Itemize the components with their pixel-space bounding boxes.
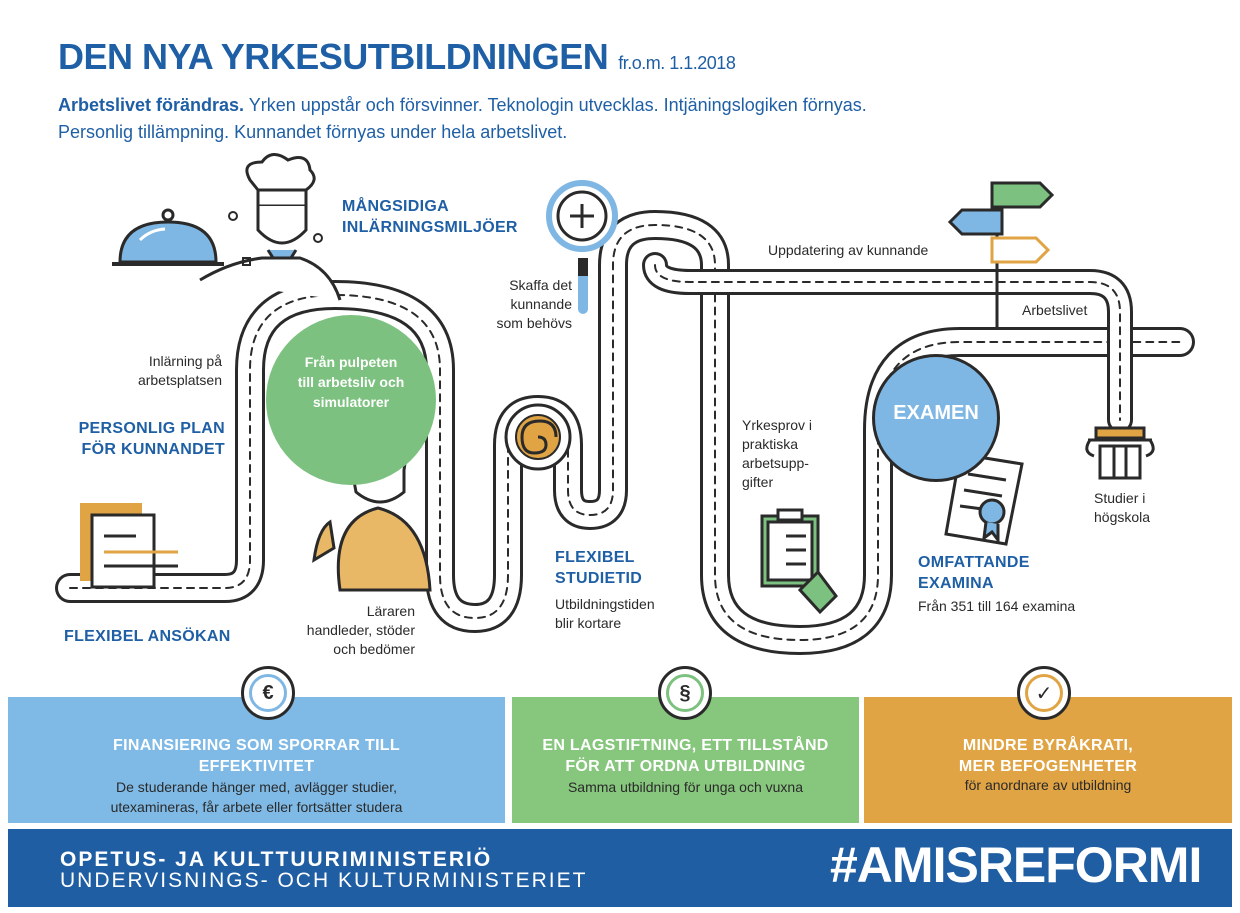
intro-line2: Personlig tillämpning. Kunnandet förnyas… (58, 122, 568, 142)
box3-title: MINDRE BYRÅKRATI, MER BEFOGENHETER (864, 735, 1232, 777)
mangsidiga-line2: INLÄRNINGSMILJÖER (342, 219, 518, 236)
yrk-line4: gifter (742, 474, 774, 490)
page-title: DEN NYA YRKESUTBILDNINGEN fr.o.m. 1.1.201… (58, 36, 736, 78)
green-circle-text: Från pulpeten till arbetsliv och simulat… (270, 352, 432, 412)
box2-title-line1: EN LAGSTIFTNING, ETT TILLSTÅND (542, 737, 829, 754)
omfattande-heading: OMFATTANDE EXAMINA (918, 552, 1030, 594)
title-date: fr.o.m. 1.1.2018 (618, 53, 736, 73)
flexstud-line1: FLEXIBEL (555, 549, 635, 566)
magnifier-icon (546, 180, 618, 314)
box1-title-line2: EFFEKTIVITET (198, 758, 315, 775)
green-circle (266, 315, 436, 485)
intro-text: Arbetslivet förändras. Yrken uppstår och… (58, 92, 1058, 146)
yrk-line1: Yrkesprov i (742, 417, 813, 433)
clipboard-icon (760, 508, 838, 615)
cloche-icon (112, 208, 224, 266)
box1-sub: De studerande hänger med, avlägger studi… (8, 777, 505, 817)
utbildningstid-label: Utbildningstiden blir kortare (555, 595, 655, 633)
omf-line1: OMFATTANDE (918, 554, 1030, 571)
examen-label: EXAMEN (893, 402, 979, 424)
personlig-plan-heading: PERSONLIG PLAN FÖR KUNNANDET (60, 418, 225, 460)
lararen-line1: Läraren (366, 603, 415, 619)
checkmark-icon: ✓ (1025, 674, 1063, 712)
hog-line1: Studier i (1094, 490, 1146, 506)
yrk-line2: praktiska (742, 436, 799, 452)
checkmark-badge: ✓ (1017, 666, 1071, 720)
lararen-line2: handleder, stöder (306, 622, 415, 638)
spiral-icon (504, 403, 572, 471)
ministry-sv: UNDERVISNINGS- OCH KULTURMINISTERIET (60, 869, 588, 892)
box1-sub-line1: De studerande hänger med, avlägger studi… (116, 779, 397, 795)
chef-icon (199, 153, 342, 301)
paragraph-badge: § (658, 666, 712, 720)
lararen-label: Läraren handleder, stöder och bedömer (270, 602, 415, 659)
title-text: DEN NYA YRKESUTBILDNINGEN (58, 36, 609, 77)
intro-bold: Arbetslivet förändras. (58, 95, 245, 115)
mangsidiga-line1: MÅNGSIDIGA (342, 198, 449, 215)
box3-title-line2: MER BEFOGENHETER (958, 758, 1138, 775)
box1-title: FINANSIERING SOM SPORRAR TILL EFFEKTIVIT… (8, 735, 505, 777)
arbetslivet-label: Arbetslivet (1022, 302, 1088, 318)
ministry-fi: OPETUS- JA KULTTUURIMINISTERIÖ (60, 848, 493, 871)
signpost-icon (947, 181, 1055, 330)
omf-line2: EXAMINA (918, 575, 994, 592)
inlarning-line1: Inlärning på (148, 353, 222, 369)
yrkesprov-label: Yrkesprov i praktiska arbetsupp- gifter (742, 416, 812, 492)
skaffa-label: Skaffa det kunnande som behövs (470, 276, 572, 333)
box3-sub: för anordnare av utbildning (964, 777, 1132, 793)
examina-count: Från 351 till 164 examina (918, 598, 1076, 614)
green-line2: till arbetsliv och (297, 374, 405, 390)
utb-line1: Utbildningstiden (555, 596, 655, 612)
flexibel-ansokan-heading: FLEXIBEL ANSÖKAN (64, 628, 231, 645)
road-illustration (55, 153, 1195, 655)
column-icon (1085, 426, 1155, 480)
inlarning-line2: arbetsplatsen (137, 372, 222, 388)
hogskola-label: Studier i högskola (1094, 489, 1150, 527)
box3-title-line1: MINDRE BYRÅKRATI, (962, 737, 1134, 754)
paragraph-icon: § (666, 674, 704, 712)
yrk-line3: arbetsupp- (742, 455, 809, 471)
euro-icon: € (249, 674, 287, 712)
examen-circle (872, 354, 1000, 482)
skaffa-line3: som behövs (496, 315, 572, 331)
lagstiftning-box: EN LAGSTIFTNING, ETT TILLSTÅND FÖR ATT O… (512, 697, 859, 823)
footer-bar (8, 829, 1232, 907)
box2-title-line2: FÖR ATT ORDNA UTBILDNING (565, 758, 806, 775)
green-line3: simulatorer (312, 394, 390, 410)
green-line1: Från pulpeten (304, 354, 398, 370)
inlarning-label: Inlärning på arbetsplatsen (100, 352, 222, 390)
flexstud-line2: STUDIETID (555, 570, 643, 587)
hashtag: #AMISREFORMI (830, 837, 1202, 893)
document-icon (80, 503, 178, 589)
hog-line2: högskola (1094, 509, 1151, 525)
box1-sub-line2: utexamineras, får arbete eller fortsätte… (110, 799, 403, 815)
flexibel-studietid-heading: FLEXIBEL STUDIETID (555, 547, 642, 589)
skaffa-line2: kunnande (510, 296, 572, 312)
uppdatering-label: Uppdatering av kunnande (768, 242, 929, 258)
utb-line2: blir kortare (555, 615, 622, 631)
box2-sub: Samma utbildning för unga och vuxna (567, 779, 804, 795)
box2-title: EN LAGSTIFTNING, ETT TILLSTÅND FÖR ATT O… (512, 735, 859, 777)
euro-badge: € (241, 666, 295, 720)
box1-title-line1: FINANSIERING SOM SPORRAR TILL (113, 737, 400, 754)
lararen-line3: och bedömer (333, 641, 415, 657)
personlig-line1: PERSONLIG PLAN (78, 420, 225, 437)
personlig-line2: FÖR KUNNANDET (81, 441, 225, 458)
skaffa-line1: Skaffa det (509, 277, 572, 293)
mangsidiga-heading: MÅNGSIDIGA INLÄRNINGSMILJÖER (342, 196, 518, 238)
certificate-icon (944, 452, 1024, 546)
intro-line1: Yrken uppstår och försvinner. Teknologin… (244, 95, 867, 115)
finansiering-box: FINANSIERING SOM SPORRAR TILL EFFEKTIVIT… (8, 697, 505, 823)
